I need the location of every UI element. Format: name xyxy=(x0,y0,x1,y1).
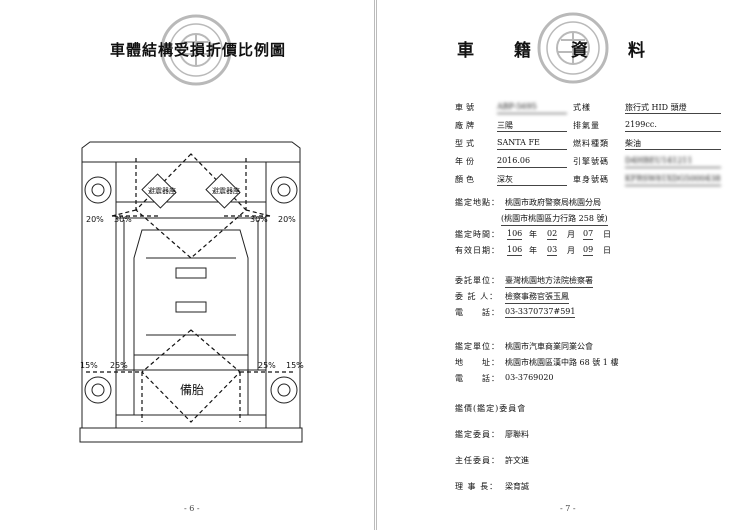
wheel-rear-left xyxy=(84,376,112,404)
field-label: 鑑定單位： xyxy=(455,342,500,351)
pct-label: 25% xyxy=(258,361,276,370)
pct-label: 15% xyxy=(286,361,304,370)
field-label: 鑑定委員： xyxy=(455,430,500,439)
pct-label: 15% xyxy=(80,361,98,370)
field-label: 主任委員： xyxy=(455,456,500,465)
page-number: - 6 - xyxy=(184,504,200,513)
field-value: 深灰 xyxy=(497,174,567,186)
month-value: 02 xyxy=(547,229,558,240)
field-value: 2016.06 xyxy=(497,156,567,168)
field-value: D4HBEU141211 xyxy=(625,156,721,168)
year-value: 106 xyxy=(507,245,523,256)
unit-label: 月 xyxy=(567,230,575,239)
association-seal-icon xyxy=(537,12,609,84)
field-label: 廠牌 xyxy=(455,121,477,130)
field-label: 電 話： xyxy=(455,374,500,383)
day-value: 09 xyxy=(583,245,594,256)
pct-label: 25% xyxy=(110,361,128,370)
field-value: ABP-5695 xyxy=(497,102,567,114)
field-label: 有效日期： xyxy=(455,246,500,255)
right-page: 車籍資料 車號 ABP-5695 式樣 旅行式 HID 頭燈 廠牌 三陽 排氣量… xyxy=(376,0,750,530)
right-shock-label: 避震器座 xyxy=(212,186,240,195)
field-label: 鑑定地點： xyxy=(455,198,500,207)
pct-label: 30% xyxy=(114,215,132,224)
field-value: 旅行式 HID 頭燈 xyxy=(625,102,721,114)
spare-tire-label: 備胎 xyxy=(180,382,204,397)
field-value: 柴油 xyxy=(625,138,721,150)
field-value: 03-3769020 xyxy=(505,373,554,382)
field-value: 桃園市汽車商業同業公會 xyxy=(505,342,593,351)
unit-label: 日 xyxy=(603,230,611,239)
field-value: SANTA FE xyxy=(497,138,567,150)
field-label: 顏色 xyxy=(455,175,477,184)
field-label: 車身號碼 xyxy=(573,175,609,184)
field-label: 引擎號碼 xyxy=(573,157,609,166)
wheel-front-right xyxy=(270,176,298,204)
year-value: 106 xyxy=(507,229,523,240)
association-seal-icon xyxy=(160,14,232,86)
field-label: 型式 xyxy=(455,139,477,148)
day-value: 07 xyxy=(583,229,594,240)
field-value: KFRSW81XDG5000438 xyxy=(625,174,721,186)
field-value: 許文進 xyxy=(505,456,529,465)
field-label: 式樣 xyxy=(573,103,591,112)
field-value: 梁育誠 xyxy=(505,482,529,491)
field-value: 三陽 xyxy=(497,120,567,132)
field-label: 委 託 人： xyxy=(455,292,499,301)
pct-label: 30% xyxy=(250,215,268,224)
front-bumper xyxy=(81,141,301,163)
field-label: 車號 xyxy=(455,103,477,112)
left-page: 車體結構受損折價比例圖 xyxy=(79,0,375,530)
wheel-rear-right xyxy=(270,376,298,404)
month-value: 03 xyxy=(547,245,558,256)
unit-label: 年 xyxy=(529,246,537,255)
committee-heading: 鑑價(鑑定)委員會 xyxy=(455,404,527,413)
field-label: 年份 xyxy=(455,157,477,166)
field-value: 桃園市政府警察局桃園分局 xyxy=(505,197,601,210)
page-title: 車體結構受損折價比例圖 xyxy=(110,41,287,59)
field-label: 委託單位： xyxy=(455,276,500,285)
rear-bumper xyxy=(79,427,303,443)
page-number: - 7 - xyxy=(560,504,576,513)
field-label: 電 話： xyxy=(455,308,500,317)
pct-label: 20% xyxy=(86,215,104,224)
field-label: 鑑定時間： xyxy=(455,230,500,239)
field-label: 排氣量 xyxy=(573,121,600,130)
field-value: 桃園市桃園區漢中路 68 號 1 樓 xyxy=(505,358,619,367)
field-label: 地 址： xyxy=(455,358,500,367)
left-shock-label: 避震器座 xyxy=(148,186,176,195)
field-value: (桃園市桃園區力行路 258 號) xyxy=(501,213,608,226)
field-value: 檢察事務官張玉鳳 xyxy=(505,291,569,304)
field-value: 03-3370737#591 xyxy=(505,307,576,318)
field-value: 2199cc. xyxy=(625,120,721,132)
car-structure-diagram: 避震器座 避震器座 20% 30% 30% 20% 15% 25% 25% 15… xyxy=(79,141,304,443)
unit-label: 月 xyxy=(567,246,575,255)
unit-label: 年 xyxy=(529,230,537,239)
field-value: 臺灣桃園地方法院檢察署 xyxy=(505,275,593,288)
field-value: 廖聯料 xyxy=(505,430,529,439)
page-title: 車籍資料 xyxy=(457,41,685,61)
field-label: 理 事 長： xyxy=(455,482,499,491)
cabin xyxy=(133,229,249,356)
field-label: 燃料種類 xyxy=(573,139,609,148)
unit-label: 日 xyxy=(603,246,611,255)
wheel-front-left xyxy=(84,176,112,204)
pct-label: 20% xyxy=(278,215,296,224)
